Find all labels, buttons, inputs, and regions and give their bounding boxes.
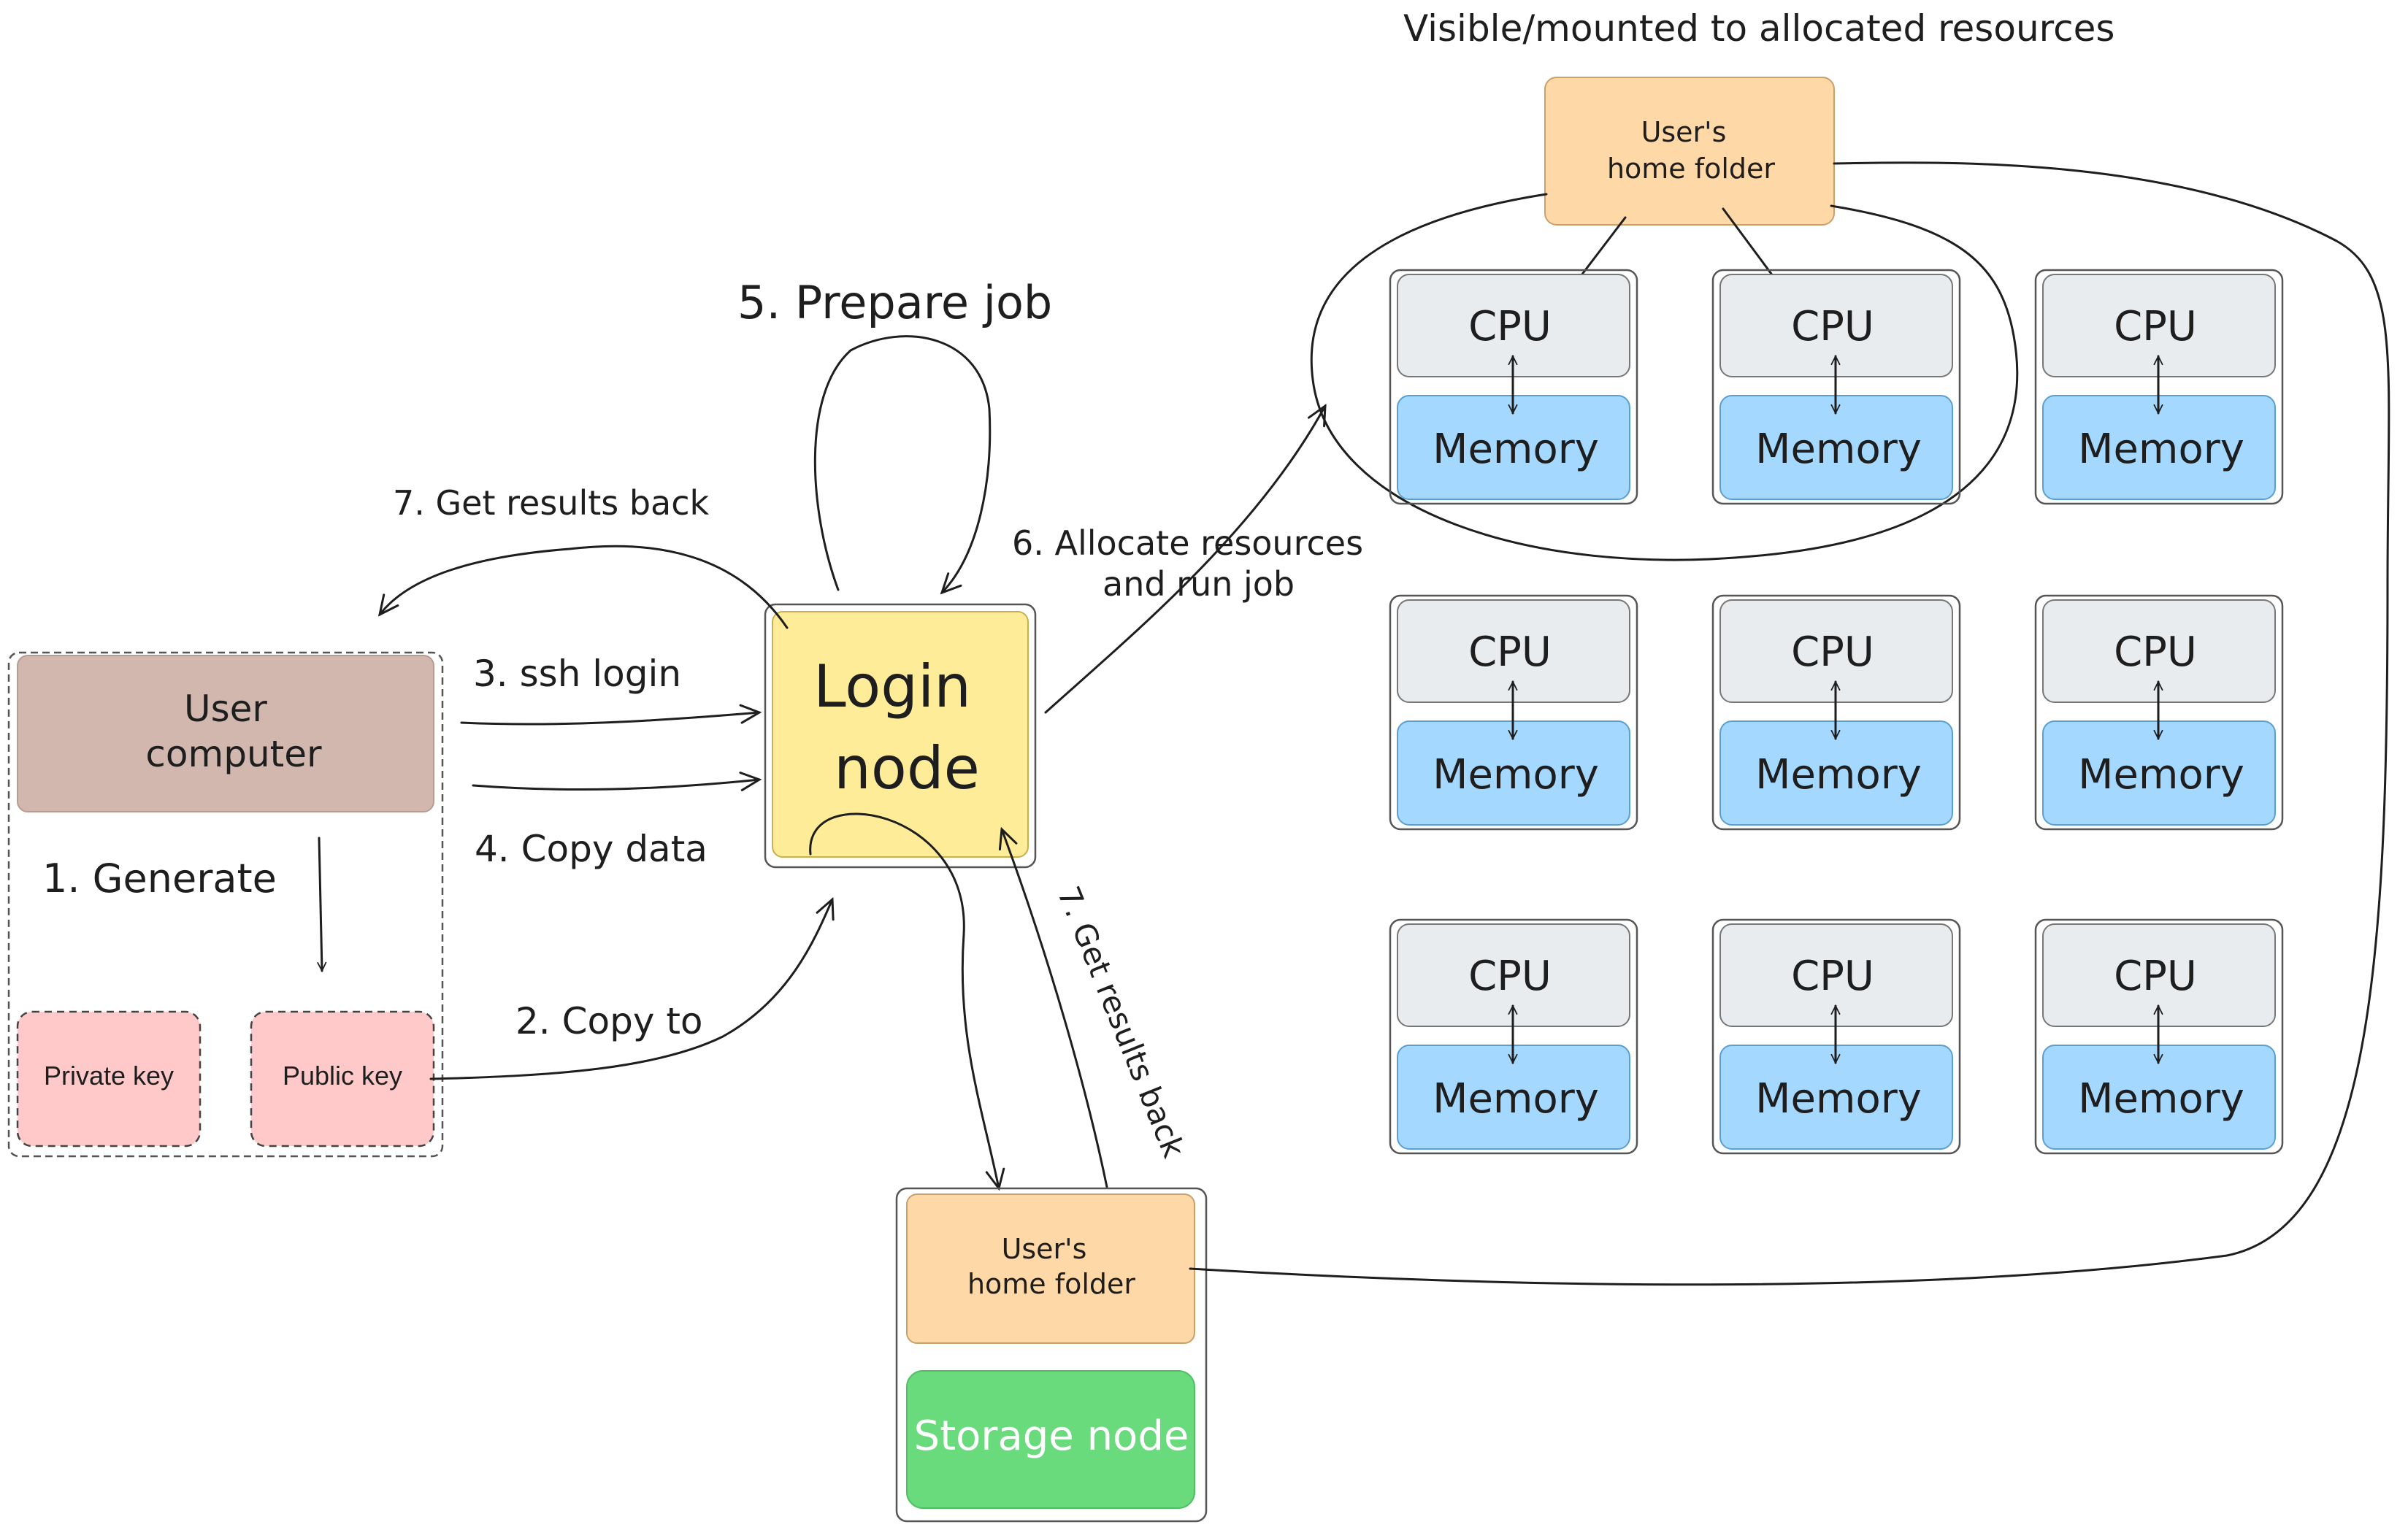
compute-node-frame [1389, 918, 1638, 1155]
storage-node-box[interactable] [906, 1370, 1195, 1509]
get-results-back-arrow-storage [1002, 829, 1108, 1188]
memory-label: Memory [1755, 751, 1922, 799]
login-node-box[interactable] [772, 611, 1029, 858]
memory-label: Memory [2078, 751, 2244, 799]
compute-node-5: CPU Memory [1711, 594, 1961, 831]
compute-node-frame [1711, 918, 1961, 1155]
cpu-label: CPU [1791, 303, 1874, 350]
compute-node-8: CPU Memory [1711, 918, 1961, 1155]
memory-label: Memory [1433, 426, 1599, 473]
memory-label: Memory [1755, 1075, 1922, 1123]
allocate-resources-label-line1: 6. Allocate resources [1012, 523, 1363, 563]
compute-node-2: CPU Memory [1711, 269, 1961, 505]
user-computer-box[interactable] [17, 655, 434, 812]
storage-home-folder-line2: home folder [967, 1268, 1135, 1300]
user-computer-frame [7, 651, 444, 1158]
private-key-label: Private key [44, 1061, 174, 1091]
generate-arrow [319, 837, 322, 971]
compute-node-frame [1711, 594, 1961, 831]
login-node-group: Login node [764, 603, 1037, 869]
ssh-login-label: 3. ssh login [473, 653, 681, 695]
compute-node-grid: CPUMemoryCPUMemoryCPUMemoryCPUMemoryCPUM… [1389, 269, 2284, 1155]
compute-node-frame [2034, 594, 2284, 831]
prepare-job-label: 5. Prepare job [737, 276, 1052, 329]
compute-node-3: CPU Memory [2034, 269, 2284, 505]
storage-node-group: User's home folder Storage node [895, 1187, 1208, 1523]
memory-label: Memory [1755, 426, 1922, 473]
compute-node-frame [1711, 269, 1961, 505]
copy-to-arrow [429, 899, 832, 1080]
user-computer-label-line1: User [184, 688, 267, 730]
cluster-home-folder-box[interactable] [1544, 77, 1835, 226]
private-key-box[interactable] [16, 1010, 202, 1148]
public-key-label: Public key [283, 1061, 402, 1091]
cpu-label: CPU [1791, 628, 1874, 676]
compute-node-1: CPU Memory [1389, 269, 1638, 505]
compute-node-frame [2034, 269, 2284, 505]
visible-mounted-label: Visible/mounted to allocated resources [1403, 7, 2114, 50]
home-to-cpu1-arrow [1573, 216, 1627, 285]
cpu-label: CPU [2114, 628, 2197, 676]
ssh-login-arrow [460, 712, 759, 726]
storage-node-label: Storage node [914, 1412, 1189, 1460]
cpu-label: CPU [2114, 303, 2197, 350]
compute-node-9: CPU Memory [2034, 918, 2284, 1155]
memory-label: Memory [1433, 1075, 1599, 1123]
cpu-label: CPU [2114, 953, 2197, 1000]
compute-node-4: CPU Memory [1389, 594, 1638, 831]
login-node-frame [764, 603, 1037, 869]
login-node-label-line2: node [834, 734, 980, 802]
storage-node-frame [895, 1187, 1208, 1523]
login-node-label-line1: Login [813, 653, 971, 720]
compute-node-frame [1389, 594, 1638, 831]
compute-node-frame [2034, 918, 2284, 1155]
login-to-storage-arrow [809, 812, 999, 1188]
allocated-resources-outline [1310, 193, 2019, 561]
copy-data-label: 4. Copy data [475, 828, 708, 870]
mount-connection-line [1189, 161, 2390, 1286]
get-results-back-label-storage: 7. Get results back [1051, 881, 1192, 1163]
cluster-home-folder-line2: home folder [1607, 153, 1775, 185]
user-computer-label-line2: computer [145, 733, 322, 775]
cluster-home-folder-line1: User's [1641, 116, 1727, 148]
get-results-back-arrow-top [380, 545, 789, 629]
prepare-job-loop-arrow [813, 335, 992, 593]
copy-to-label: 2. Copy to [515, 1000, 703, 1042]
compute-node-frame [1389, 269, 1638, 505]
get-results-back-label-top: 7. Get results back [393, 483, 710, 523]
memory-label: Memory [2078, 1075, 2244, 1123]
allocate-resources-arrow [1044, 406, 1325, 714]
cpu-label: CPU [1791, 953, 1874, 1000]
memory-label: Memory [2078, 426, 2244, 473]
compute-node-6: CPU Memory [2034, 594, 2284, 831]
compute-node-7: CPU Memory [1389, 918, 1638, 1155]
cpu-label: CPU [1468, 303, 1552, 350]
generate-label: 1. Generate [42, 856, 277, 902]
memory-label: Memory [1433, 751, 1599, 799]
storage-home-folder-line1: User's [1002, 1233, 1087, 1265]
copy-data-arrow [472, 780, 759, 790]
cpu-label: CPU [1468, 628, 1552, 676]
user-computer-group: User computer 1. Generate Private key Pu… [7, 651, 444, 1158]
cpu-label: CPU [1468, 953, 1552, 1000]
